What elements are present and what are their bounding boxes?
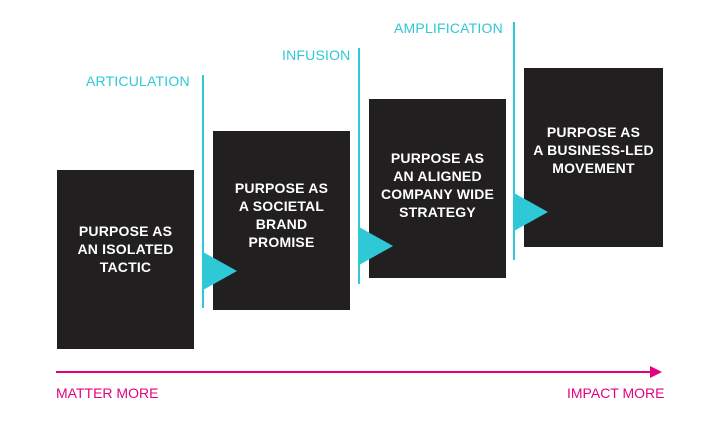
arrow-triangle-3 <box>514 193 548 231</box>
stage-box-1: PURPOSE AS AN ISOLATED TACTIC <box>57 170 194 349</box>
stage-box-1-text: PURPOSE AS AN ISOLATED TACTIC <box>77 223 174 275</box>
stage-label-infusion: INFUSION <box>282 47 351 63</box>
divider-line-amplification <box>513 22 515 260</box>
stage-box-4-text: PURPOSE AS A BUSINESS-LED MOVEMENT <box>533 124 654 176</box>
stage-label-articulation: ARTICULATION <box>86 73 190 89</box>
axis-arrowhead <box>650 366 662 378</box>
stage-box-2-text: PURPOSE AS A SOCIETAL BRAND PROMISE <box>234 180 329 250</box>
divider-line-articulation <box>202 75 204 308</box>
divider-line-infusion <box>358 48 360 284</box>
stage-box-3-text: PURPOSE AS AN ALIGNED COMPANY WIDE STRAT… <box>380 150 495 220</box>
axis-left-label: MATTER MORE <box>56 385 159 401</box>
axis-right-label: IMPACT MORE <box>567 385 665 401</box>
stage-label-amplification: AMPLIFICATION <box>394 20 503 36</box>
axis-line <box>56 371 652 373</box>
arrow-triangle-2 <box>359 227 393 265</box>
arrow-triangle-1 <box>203 252 237 290</box>
